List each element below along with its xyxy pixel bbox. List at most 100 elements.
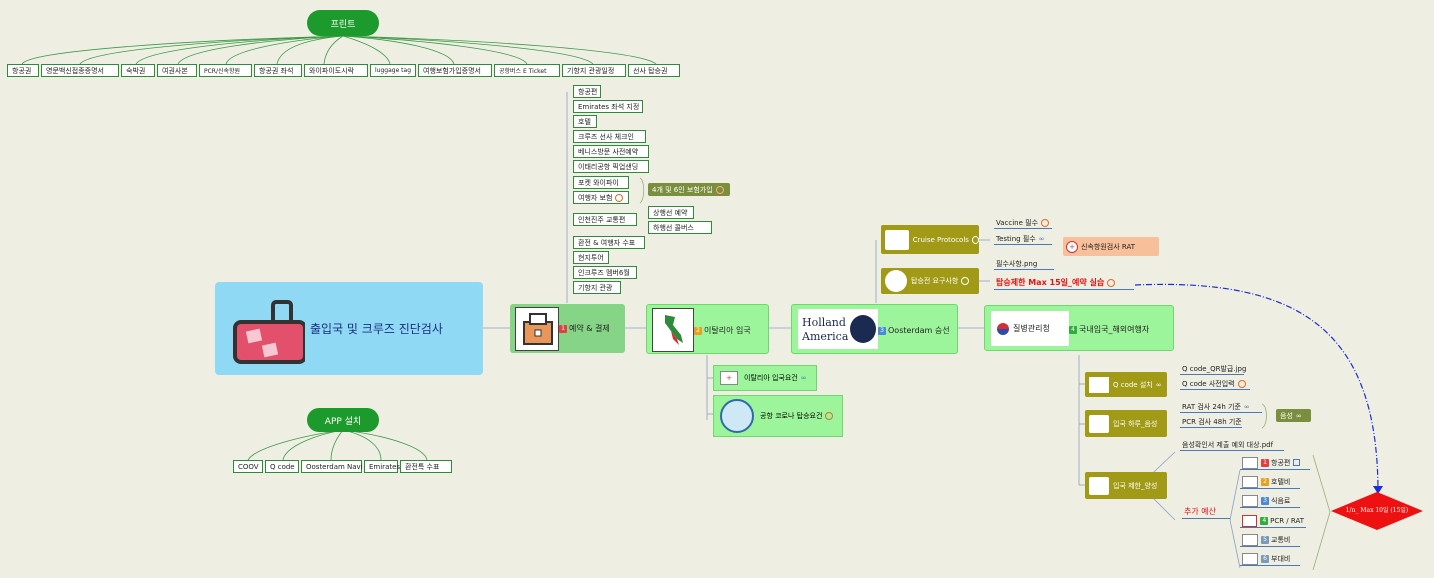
cost-label: 식음료 (1271, 496, 1291, 505)
num-badge: 1 (559, 324, 567, 333)
central-topic[interactable]: 출입국 및 크루즈 진단검사 (215, 282, 483, 375)
print-item[interactable]: 공항버스 E Ticket (494, 64, 560, 77)
first-aid-icon: + (1066, 240, 1078, 253)
print-item[interactable]: luggage tag (370, 64, 416, 77)
sub-label: 이탈리아 입국요건 (744, 374, 798, 382)
reservation-item[interactable]: 베니스방문 사전예약 (573, 145, 649, 158)
branch-domestic-entry[interactable]: 질병관리청 4 국내입국_해외여행자 (984, 305, 1174, 351)
app-item[interactable]: Q code (265, 460, 299, 473)
print-item[interactable]: PCR/신속항원 (199, 64, 252, 77)
branch-reservation[interactable]: 1 예약 & 결제 (510, 304, 625, 353)
reservation-item[interactable]: 호텔 (573, 115, 597, 128)
link-icon: ∞ (800, 374, 807, 382)
airport-covid-req[interactable]: 공항 코로나 탑승요건 (713, 395, 843, 437)
test-item[interactable]: PCR 검사 48h 기준 (1180, 418, 1242, 428)
print-item[interactable]: 여행보험가입증명서 (418, 64, 492, 77)
reservation-item[interactable]: 이태리공항 픽업샌딩 (573, 160, 649, 173)
protocol-item[interactable]: Testing 필수∞ (994, 234, 1052, 245)
protocol-item[interactable]: Vaccine 필수 (994, 218, 1052, 229)
entry-test[interactable]: 입국 하루_음성 (1085, 410, 1167, 437)
app-cloud[interactable]: APP 설치 (307, 408, 379, 432)
reservation-item[interactable]: 여행자 보험 (573, 191, 629, 204)
diamond-label: 1/n_ Max 10일 (15일) (1345, 507, 1409, 514)
branch-label: 국내입국_해외여행자 (1079, 325, 1150, 334)
print-item[interactable]: 영문백신접종증명서 (41, 64, 119, 77)
note-icon (1041, 219, 1050, 227)
entry-restrict[interactable]: 입국 제한_양성 (1085, 472, 1167, 499)
sub-label: 입국 제한_양성 (1113, 481, 1158, 490)
first-aid-icon: + (720, 371, 738, 385)
print-item[interactable]: 선사 탑승권 (628, 64, 680, 77)
reservation-item[interactable]: Emirates 좌석 지정 (573, 100, 643, 113)
print-item[interactable]: 숙박권 (121, 64, 155, 77)
branch-oosterdam[interactable]: Holland America 3 Oosterdam 승선 (791, 304, 958, 354)
max-days-diamond[interactable]: 1/n_ Max 10일 (15일) (1331, 492, 1423, 530)
num-badge: 5 (1261, 535, 1269, 544)
cost-item[interactable]: 6 부대비 (1240, 552, 1300, 566)
reservation-item[interactable]: 항공편 (573, 85, 601, 98)
num-badge: 4 (1260, 516, 1269, 525)
item-label: Testing 필수 (996, 235, 1036, 243)
central-title: 출입국 및 크루즈 진단검사 (310, 322, 443, 336)
dining-icon (1242, 494, 1258, 507)
pre-board-item[interactable]: 필수사항.png (994, 259, 1054, 270)
cost-item[interactable]: 2 호텔비 (1240, 475, 1300, 489)
num-badge: 3 (878, 326, 886, 335)
italy-entry-req[interactable]: + 이탈리아 입국요건 ∞ (713, 365, 817, 391)
pre-boarding[interactable]: 탑승전 요구사항 (881, 268, 979, 294)
exception-pdf[interactable]: 음성확인서 제출 예외 대상.pdf (1180, 440, 1284, 451)
num-badge: 1 (1261, 458, 1269, 467)
cost-item[interactable]: 5 교통비 (1240, 533, 1300, 547)
reservation-item[interactable]: 기항지 관광 (573, 281, 621, 294)
reservation-item[interactable]: 환전 & 여행자 수표 (573, 236, 645, 249)
cost-item[interactable]: 4 PCR / RAT (1240, 514, 1306, 528)
reservation-item[interactable]: 포켓 와이파이 (573, 176, 629, 189)
sub-label: 입국 하루_음성 (1113, 419, 1158, 428)
print-item[interactable]: 여권사본 (157, 64, 197, 77)
cost-item[interactable]: 1 항공편 (1240, 456, 1310, 470)
boarding-limit[interactable]: 탑승제한 Max 15일_예약 실습 (994, 276, 1134, 290)
branch-italy[interactable]: 2 이탈리아 입국 (646, 304, 769, 354)
negative-result[interactable]: 음성∞ (1276, 409, 1311, 422)
transport-sub[interactable]: 하행선 콜버스 (648, 221, 712, 234)
testing-note[interactable]: + 신속항원검사 RAT (1063, 237, 1159, 256)
briefcase-icon (515, 307, 559, 351)
sub-label: Q code 설치 (1113, 380, 1153, 389)
cost-item[interactable]: 3 식음료 (1240, 494, 1300, 508)
extra-budget[interactable]: 추가 예산 (1182, 505, 1230, 519)
qcode-item[interactable]: Q code 사전입력 (1180, 379, 1250, 390)
print-item[interactable]: 와이파이도시락 (304, 64, 368, 77)
app-item[interactable]: COOV (233, 460, 263, 473)
num-badge: 4 (1069, 325, 1077, 334)
num-badge: 3 (1261, 496, 1269, 505)
print-cloud[interactable]: 프린트 (307, 10, 379, 36)
print-item[interactable]: 항공권 (7, 64, 39, 77)
app-item[interactable]: 환전특 수표 (400, 460, 452, 473)
airport-icon (1089, 414, 1109, 433)
qcode-item[interactable]: Q code_QR발급.jpg (1180, 365, 1247, 375)
item-label: Vaccine 필수 (996, 219, 1039, 227)
link-icon: ∞ (1038, 235, 1045, 243)
test-item[interactable]: RAT 검사 24h 기준∞ (1180, 402, 1262, 413)
transport-sub[interactable]: 상행선 예약 (648, 206, 694, 219)
insurance-note[interactable]: 4개 및 6인 보험가입 (648, 183, 730, 196)
app-item[interactable]: Emirates (364, 460, 400, 473)
bus-icon (1242, 533, 1258, 546)
logo-text: Holland (802, 316, 846, 329)
sub-label: 탑승전 요구사항 (911, 277, 959, 285)
reservation-item[interactable]: 현지투어 (573, 251, 609, 264)
print-item[interactable]: 기항지 관광일정 (562, 64, 626, 77)
reservation-item[interactable]: 인천진주 교통편 (573, 213, 637, 226)
qr-monitor-icon (1089, 376, 1109, 393)
item-label: 여행자 보험 (578, 193, 613, 202)
app-title: APP 설치 (324, 416, 362, 427)
reservation-item[interactable]: 크루즈 선사 체크인 (573, 130, 646, 143)
reservation-item[interactable]: 인크루즈 멤버6월 (573, 266, 637, 279)
print-item[interactable]: 항공권 좌석 (254, 64, 302, 77)
print-title: 프린트 (330, 19, 356, 30)
app-item[interactable]: Oosterdam Navi (301, 460, 363, 473)
qcode-install[interactable]: Q code 설치 ∞ (1085, 372, 1167, 397)
note-icon (961, 277, 970, 285)
cruise-protocols[interactable]: Cruise Protocols (881, 225, 979, 254)
